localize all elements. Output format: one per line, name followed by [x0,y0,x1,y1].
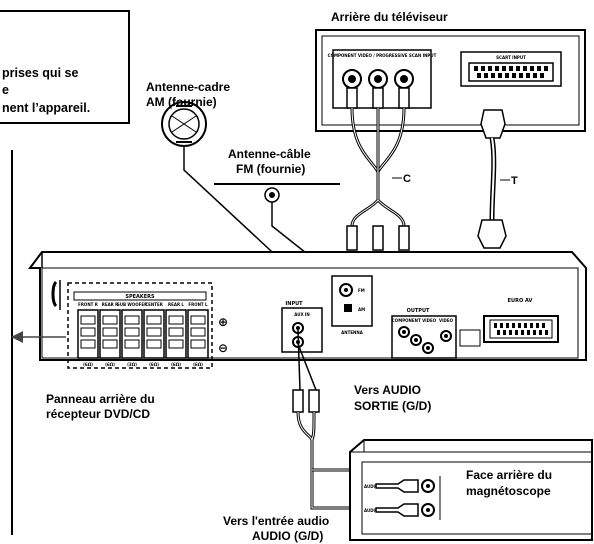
svg-text:SUB WOOFER: SUB WOOFER [117,302,147,307]
aux-in-label: AUX IN [294,312,310,317]
plus-symbol: ⊕ [218,315,228,329]
am-antenna-label-2: AM (fournie) [146,95,217,109]
euro-av-label: EURO AV [508,298,533,304]
vcr-rear-panel: AUDIO IN AUDIO OUT [349,439,593,541]
fm-antenna-label-1: Antenne-câble [228,147,311,161]
rear-panel-label-1: Panneau arrière du [46,392,155,406]
tv-jack-pr: Pr [394,69,414,99]
scart-cable [477,109,510,249]
warning-line-3: nent l’appareil. [2,101,91,115]
receiver-rear-panel: SPEAKERS FRONT R (6Ω) REAR R (6Ω) SUB WO… [28,251,587,369]
component-video-label: COMPONENT VIDEO [392,318,437,323]
cable-t-label: T [511,175,518,187]
vcr-audio-in-label: AUDIO IN [364,484,385,489]
speaker-terminal-subwoofer: SUB WOOFER (3Ω) [117,302,147,367]
speaker-terminal-rear-l: REAR L (6Ω) [165,302,187,367]
am-antenna-label-1: Antenne-cadre [146,80,231,94]
svg-text:REAR R: REAR R [102,302,118,307]
warning-line-2: e [2,83,9,97]
svg-text:FRONT L: FRONT L [188,302,208,307]
svg-text:(6Ω): (6Ω) [193,362,203,367]
audio-out-label-2: SORTIE (G/D) [354,399,432,413]
svg-text:CENTER: CENTER [145,302,163,307]
svg-text:(3Ω): (3Ω) [127,362,137,367]
speaker-terminal-front-r: FRONT R (6Ω) [77,302,99,367]
antenna-title: ANTENNA [341,330,364,335]
svg-text:(6Ω): (6Ω) [171,362,181,367]
tv-back-label: Arrière du téléviseur [331,10,448,24]
tv-component-label: COMPONENT VIDEO / PROGRESSIVE SCAN INPUT [328,53,437,58]
audio-in-label-1: Vers l'entrée audio [223,514,330,528]
fm-antenna-label-2: FM (fournie) [236,162,306,176]
vcr-back-label-2: magnétoscope [466,484,551,498]
cable-c-label: C [403,173,411,185]
component-cable [346,87,410,251]
speaker-terminal-front-l: FRONT L (6Ω) [187,302,209,367]
rear-panel-label-2: récepteur DVD/CD [46,407,151,421]
vcr-back-label-1: Face arrière du [466,468,553,482]
speaker-terminal-rear-r: REAR R (6Ω) [99,302,121,367]
video-label: VIDEO [439,318,454,323]
am-loop-antenna [161,101,321,301]
speakers-title: SPEAKERS [125,294,155,300]
svg-text:(6Ω): (6Ω) [105,362,115,367]
tv-rear-panel: COMPONENT VIDEO / PROGRESSIVE SCAN INPUT… [315,29,586,132]
speaker-terminal-center: CENTER (6Ω) [143,302,165,367]
svg-text:(6Ω): (6Ω) [149,362,159,367]
audio-out-label-1: Vers AUDIO [354,383,421,397]
output-title: OUTPUT [407,308,430,314]
input-title: INPUT [285,301,303,307]
svg-text:(6Ω): (6Ω) [83,362,93,367]
audio-in-label-2: AUDIO (G/D) [252,529,324,543]
fm-label: FM [358,288,365,293]
speaker-area [67,282,213,369]
am-label: AM [358,307,365,312]
antenna-block [331,275,373,327]
tv-scart-label: SCART INPUT [496,55,526,60]
svg-text:FRONT R: FRONT R [78,302,98,307]
minus-symbol: ⊖ [218,341,228,355]
svg-text:REAR L: REAR L [168,302,184,307]
warning-box: prises qui se e nent l’appareil. [0,10,130,124]
warning-line-1: prises qui se [2,66,79,80]
